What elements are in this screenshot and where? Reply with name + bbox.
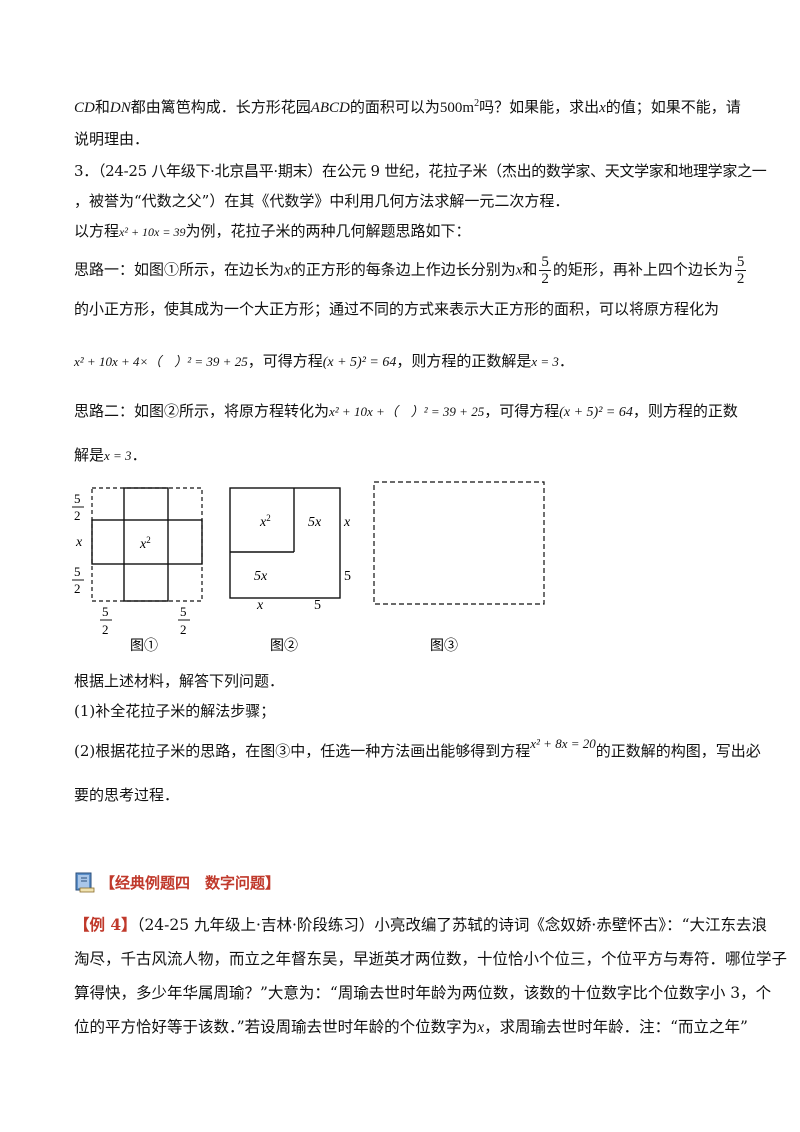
example4-line-1: 【例 4】（24-25 九年级上·吉林·阶段练习）小亮改编了苏轼的诗词《念奴娇·… [74, 914, 767, 936]
task-2-text: (2)根据花拉子米的思路，在图③中，任选一种方法画出能够得到方程 [74, 742, 531, 760]
fig1-frac-left-den: 2 [102, 622, 109, 637]
math-sup: 2 [474, 98, 480, 109]
fig2-x-bottom: x [256, 598, 264, 613]
intro-text-3: 吗？如果能，求出 [479, 98, 600, 116]
math-cd: CD [74, 100, 95, 116]
idea1-text-b: 的正方形的每条边上作边长分别为 [290, 260, 516, 279]
q3-line-3: 以方程x² + 10x = 39为例，花拉子米的两种几何解题思路如下： [74, 220, 470, 243]
q3-text: 以方程 [74, 222, 120, 240]
example-label: 【例 4】 [74, 915, 137, 934]
idea2-text: 思路二：如图②所示，将原方程转化为 [74, 402, 330, 420]
idea2-text-b: ，可得方程 [484, 402, 560, 420]
math-equation: x² + 8x = 20 [530, 736, 596, 751]
fig1-x-side: x [75, 535, 83, 550]
tasks-intro: 根据上述材料，解答下列问题． [74, 672, 285, 690]
math-x: x [284, 262, 291, 279]
frac-den: 2 [541, 271, 549, 287]
figures-diagram: x2 5 2 x 5 2 5 2 5 2 图① x2 5x 5x x 5 x 5… [72, 481, 545, 654]
fig1-x2-label: x2 [139, 535, 151, 552]
fig1-frac-bot-num: 5 [74, 564, 81, 579]
fig2-x2-label: x2 [259, 513, 271, 530]
math-equation: x = 3 [104, 448, 132, 463]
example4-text-a: 位的平方恰好等于该数．”若设周瑜去世时年龄的个位数字为 [74, 1018, 478, 1036]
example4-line-2: 淘尽，千古风流人物，而立之年督东吴，早逝英才两位数，十位恰小个位三，个位平方与寿… [74, 950, 788, 968]
frac-num: 5 [539, 254, 551, 271]
fig2-5-bottom: 5 [314, 598, 321, 613]
frac-num: 5 [734, 254, 747, 271]
idea2-text-c: ，则方程的正数 [632, 402, 738, 420]
idea1-line-2: 的小正方形，使其成为一个大正方形；通过不同的方式来表示大正方形的面积，可以将原方… [74, 300, 720, 318]
fig1-frac-left-num: 5 [102, 604, 109, 619]
math-equation: (x + 5)² = 64 [322, 355, 397, 370]
fig1-frac-top-num: 5 [74, 491, 81, 506]
fig2-caption: 图② [270, 638, 298, 654]
q3-text-b: 为例，花拉子米的两种几何解题思路如下： [185, 222, 471, 240]
fig1-frac-top-den: 2 [74, 508, 81, 523]
fig1-frac-right-den: 2 [180, 622, 187, 637]
math-abcd: ABCD [310, 100, 350, 116]
idea1-line-3: x² + 10x + 4×（ ）² = 39 + 25，可得方程(x + 5)²… [74, 350, 574, 374]
task-2-line-1: (2)根据花拉子米的思路，在图③中，任选一种方法画出能够得到方程x² + 8x … [74, 736, 761, 763]
math-equation: x = 3 [531, 354, 559, 369]
fig2-5-right: 5 [344, 569, 351, 584]
figure-3: 图③ [373, 481, 545, 654]
intro-text-2: 的面积可以为 [349, 98, 440, 116]
q3-line-1: 3．（24-25 八年级下·北京昌平·期末）在公元 9 世纪，花拉子米（杰出的数… [74, 162, 767, 180]
idea2-line-2: 解是x = 3． [74, 444, 147, 467]
section-title: 【经典例题四 数字问题】 [100, 873, 281, 892]
section-header: 【经典例题四 数字问题】 [74, 870, 280, 894]
punct: ． [131, 446, 147, 464]
punct: ． [558, 352, 574, 370]
math-equation: x² + 10x = 39 [119, 225, 186, 239]
fig1-frac-right-num: 5 [180, 604, 187, 619]
idea1-text: 思路一：如图①所示，在边长为 [74, 260, 285, 279]
example4-text: （24-25 九年级上·吉林·阶段练习）小亮改编了苏轼的诗词《念奴娇·赤壁怀古》… [136, 916, 768, 934]
math-equation: x² + 10x +（ ）² = 39 + 25 [329, 404, 485, 419]
task-2-line-2: 要的思考过程． [74, 786, 180, 804]
figure-2: x2 5x 5x x 5 x 5 图② [229, 487, 351, 654]
example4-line-3: 算得快，多少年华属周瑜？”大意为：“周瑜去世时年龄为两位数，该数的十位数字比个位… [74, 984, 772, 1002]
idea2-line-1: 思路二：如图②所示，将原方程转化为x² + 10x +（ ）² = 39 + 2… [74, 400, 738, 424]
fig2-5x-left: 5x [254, 569, 268, 584]
intro-text-4: 的值；如果不能，请 [605, 98, 741, 116]
figure-1: x2 5 2 x 5 2 5 2 5 2 图① [72, 487, 203, 654]
math-x: x [477, 1019, 485, 1036]
math-equation: (x + 5)² = 64 [559, 405, 633, 420]
idea1-text-e: ，则方程的正数解是 [396, 352, 532, 370]
task-2-text-b: 的正数解的构图，写出必 [595, 742, 761, 760]
frac-den: 2 [736, 271, 745, 287]
math-x: x [599, 100, 606, 116]
intro-line-2: 说明理由． [74, 130, 150, 148]
fig1-caption: 图① [130, 638, 158, 654]
fig1-frac-bot-den: 2 [74, 581, 81, 596]
example4-line-4: 位的平方恰好等于该数．”若设周瑜去世时年龄的个位数字为x，求周瑜去世时年龄．注：… [74, 1016, 748, 1039]
intro-line-1: CD和DN都由篱笆构成．长方形花园ABCD的面积可以为500m2吗？如果能，求出… [74, 96, 741, 119]
math-area: 500m [439, 100, 475, 116]
q3-line-2: ，被誉为“代数之父”）在其《代数学》中利用几何方法求解一元二次方程． [74, 192, 570, 210]
fig3-caption: 图③ [430, 638, 458, 654]
fig2-x-right: x [343, 515, 351, 530]
idea2-text-d: 解是 [74, 446, 105, 464]
book-icon [75, 872, 95, 893]
idea1-text-c: 的矩形，再补上四个边长为 [552, 260, 733, 279]
math-equation: x² + 10x + 4×（ ）² = 39 + 25 [74, 354, 248, 369]
fig2-5x-top: 5x [308, 515, 322, 530]
math-dn: DN [109, 100, 131, 116]
text-and: 和 [522, 260, 538, 279]
intro-text: 都由篱笆构成．长方形花园 [130, 98, 311, 116]
math-x: x [515, 262, 523, 279]
idea1-text-d: ，可得方程 [247, 352, 323, 370]
example4-text-b: ，求周瑜去世时年龄．注：“而立之年” [484, 1018, 748, 1036]
task-1: (1)补全花拉子米的解法步骤； [74, 702, 276, 720]
text-and: 和 [94, 98, 110, 116]
